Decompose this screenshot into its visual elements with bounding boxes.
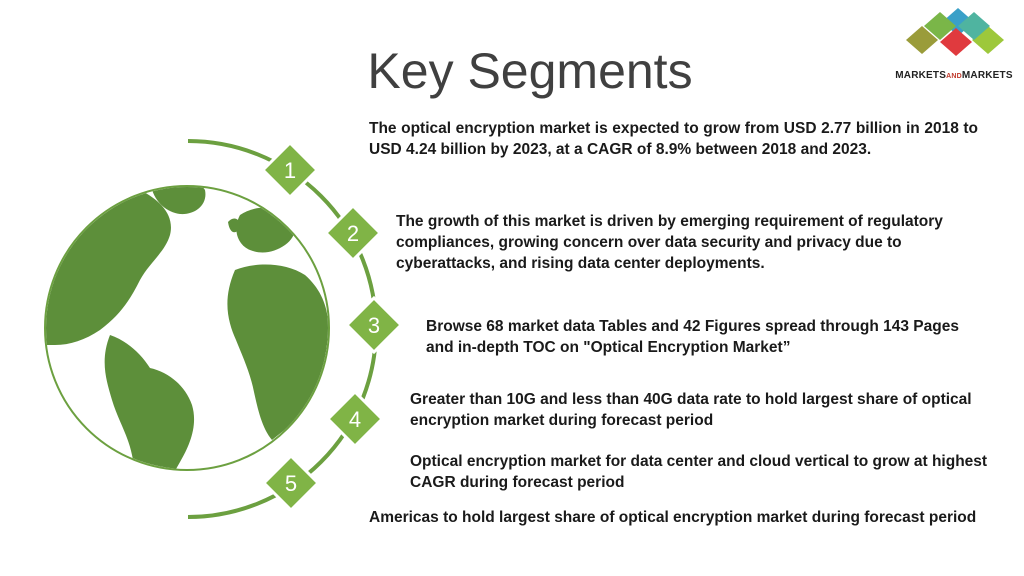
markets-and-markets-logo — [906, 8, 1004, 56]
point-text-2: The growth of this market is driven by e… — [396, 213, 943, 272]
point-text-3: Browse 68 market data Tables and 42 Figu… — [426, 318, 959, 356]
svg-text:3: 3 — [368, 313, 380, 338]
logo-wordmark: MARKETSANDMARKETS — [895, 70, 1013, 81]
point-text-6: Americas to hold largest share of optica… — [369, 509, 977, 526]
logo-diamond-green — [924, 12, 956, 40]
point-text-1: The optical encryption market is expecte… — [369, 120, 978, 158]
point-text-4: Greater than 10G and less than 40G data … — [410, 391, 972, 429]
svg-text:1: 1 — [284, 158, 296, 183]
svg-text:5: 5 — [285, 471, 297, 496]
badge-1: 1 — [260, 140, 320, 200]
page-title: Key Segments — [367, 43, 693, 99]
globe-icon — [44, 185, 330, 471]
logo-diamond-teal — [958, 12, 990, 40]
badge-2: 2 — [323, 203, 383, 263]
logo-diamond-red — [940, 28, 972, 56]
svg-text:2: 2 — [347, 221, 359, 246]
point-text-5: Optical encryption market for data cente… — [410, 453, 988, 491]
svg-text:4: 4 — [349, 407, 361, 432]
badge-5: 5 — [261, 453, 321, 513]
badge-4: 4 — [325, 389, 385, 449]
logo-diamond-olive — [906, 26, 938, 54]
badge-3: 3 — [344, 295, 404, 355]
